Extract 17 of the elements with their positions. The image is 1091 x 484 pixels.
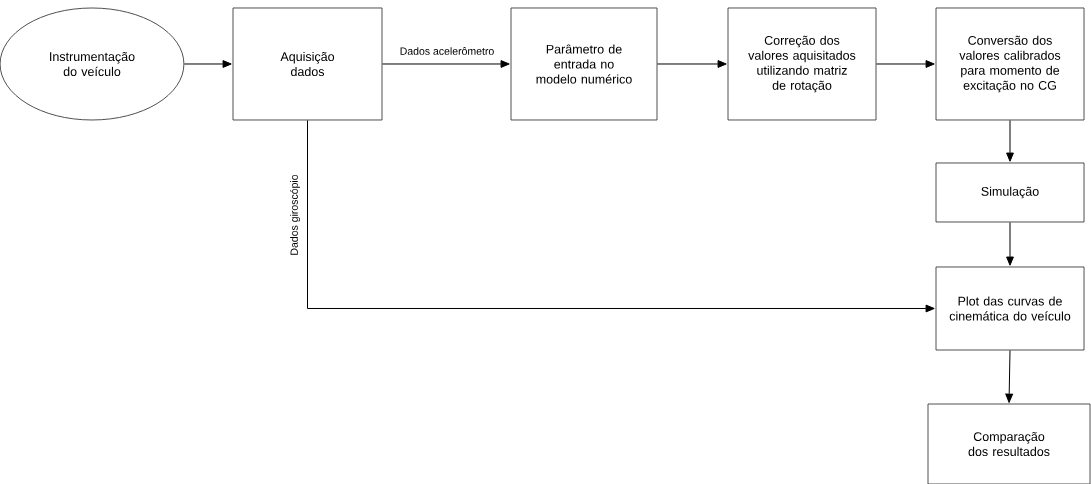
edge-label: Dados acelerômetro — [398, 46, 496, 56]
arrow — [307, 119, 935, 313]
arrow — [1006, 221, 1014, 266]
process-box: Aquisição dados — [232, 7, 383, 121]
process-box: Parâmetro de entrada no modelo numérico — [510, 7, 658, 121]
arrow — [183, 60, 232, 68]
arrow — [1005, 349, 1014, 403]
process-box: Plot das curvas de cinemática do veículo — [935, 266, 1085, 351]
edge-label: Dados giroscópio — [289, 173, 301, 257]
arrow — [381, 60, 510, 68]
process-box: Correção dos valores aquisitados utilizando matriz de rotação — [727, 7, 877, 121]
process-box: Simulação — [935, 162, 1085, 223]
arrow — [875, 60, 935, 68]
process-box: Conversão dos valores calibrados para momento de excitação no CG — [935, 7, 1085, 121]
arrow — [1006, 119, 1014, 162]
process-box: Comparação dos resultados — [927, 403, 1091, 484]
arrow — [656, 60, 727, 68]
